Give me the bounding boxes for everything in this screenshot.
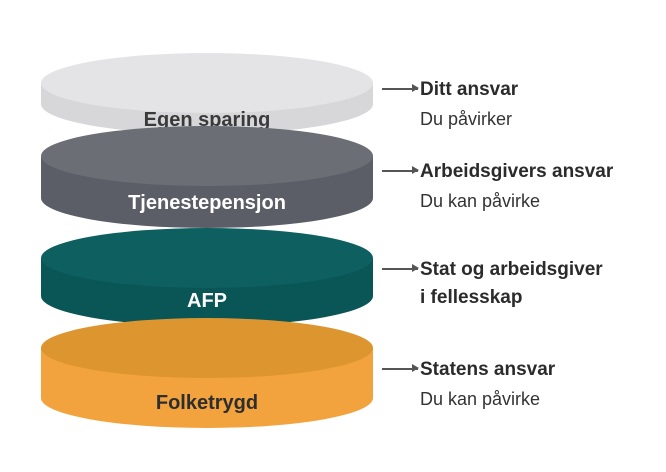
layer-top — [41, 318, 373, 378]
legend-title: Ditt ansvar — [420, 79, 519, 100]
layer-top — [41, 228, 373, 288]
layer-label: AFP — [187, 290, 227, 312]
layer-label: Egen sparing — [144, 109, 271, 131]
arrow-right-icon — [382, 167, 419, 173]
legend-subtitle: Du kan påvirke — [420, 191, 541, 211]
legend-title: Stat og arbeidsgiver — [420, 259, 603, 280]
legend-subtitle: Du kan påvirke — [420, 389, 541, 409]
legend-title-line-2: i fellesskap — [420, 287, 523, 308]
layer-bottom — [41, 168, 373, 228]
layer-folketrygd: Folketrygd — [41, 318, 373, 428]
layer-tjenestepensjon: Tjenestepensjon — [41, 126, 373, 228]
layer-label: Folketrygd — [156, 392, 258, 414]
layer-egen-sparing: Egen sparing — [41, 53, 373, 134]
arrow-right-icon — [382, 365, 419, 371]
layer-label: Tjenestepensjon — [128, 192, 286, 214]
arrow-right-icon — [382, 85, 419, 91]
legend-subtitle: Du påvirker — [420, 109, 513, 129]
layer-top — [41, 53, 373, 113]
layer-bottom — [41, 368, 373, 428]
arrow-right-icon — [382, 265, 419, 271]
legend-title: Arbeidsgivers ansvar — [420, 161, 614, 182]
layer-afp: AFP — [41, 228, 373, 326]
legend-title: Statens ansvar — [420, 359, 556, 380]
layer-top — [41, 126, 373, 186]
